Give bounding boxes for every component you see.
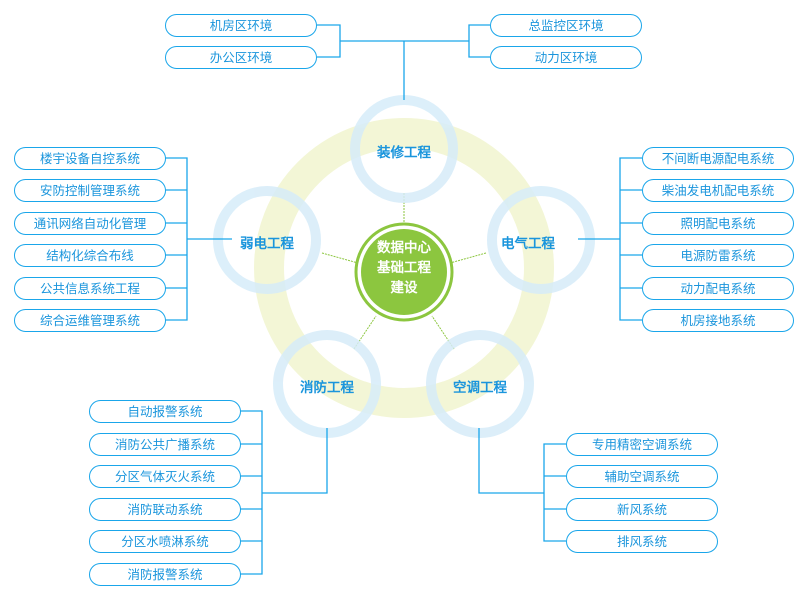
pill-item[interactable]: 综合运维管理系统 — [14, 309, 166, 332]
connector-right — [619, 157, 642, 321]
pill-item[interactable]: 通讯网络自动化管理 — [14, 212, 166, 235]
pill-item[interactable]: 照明配电系统 — [642, 212, 794, 235]
connector-bottom-left — [240, 410, 263, 575]
node-ring-left — [213, 186, 321, 294]
pill-item[interactable]: 专用精密空调系统 — [566, 433, 718, 456]
pill-item[interactable]: 楼宇设备自控系统 — [14, 147, 166, 170]
spoke — [449, 252, 487, 264]
pill-item[interactable]: 分区气体灭火系统 — [89, 465, 241, 488]
pill-item[interactable]: 安防控制管理系统 — [14, 179, 166, 202]
pill-item[interactable]: 总监控区环境 — [490, 14, 642, 37]
pill-item[interactable]: 消防联动系统 — [89, 498, 241, 521]
node-ring-right — [487, 186, 595, 294]
pill-item[interactable]: 办公区环境 — [165, 46, 317, 69]
node-decoration[interactable]: 装修工程 — [377, 145, 431, 161]
pill-item[interactable]: 机房区环境 — [165, 14, 317, 37]
pill-item[interactable]: 消防公共广播系统 — [89, 433, 241, 456]
node-fire[interactable]: 消防工程 — [300, 380, 354, 396]
pill-item[interactable]: 电源防雷系统 — [642, 244, 794, 267]
node-hvac[interactable]: 空调工程 — [453, 380, 507, 396]
pill-item[interactable]: 新风系统 — [566, 498, 718, 521]
center-line: 基础工程 — [377, 260, 431, 276]
pill-item[interactable]: 动力区环境 — [490, 46, 642, 69]
outer-ring — [254, 118, 554, 418]
connector-top — [317, 24, 341, 58]
pill-item[interactable]: 机房接地系统 — [642, 309, 794, 332]
pill-item[interactable]: 不间断电源配电系统 — [642, 147, 794, 170]
node-ring-bottom-right — [426, 330, 534, 438]
connector-top — [468, 24, 490, 58]
spoke — [321, 252, 359, 264]
node-electrical[interactable]: 电气工程 — [501, 236, 555, 252]
connector-bottom-right — [543, 443, 566, 542]
pill-item[interactable]: 动力配电系统 — [642, 277, 794, 300]
pill-item[interactable]: 排风系统 — [566, 530, 718, 553]
center-disc — [361, 229, 447, 315]
connector-bottom-right — [478, 428, 544, 494]
pill-item[interactable]: 辅助空调系统 — [566, 465, 718, 488]
pill-item[interactable]: 消防报警系统 — [89, 563, 241, 586]
pill-item[interactable]: 结构化综合布线 — [14, 244, 166, 267]
center-label: 数据中心 基础工程 建设 — [364, 238, 444, 298]
connector-left — [165, 157, 188, 321]
pill-item[interactable]: 公共信息系统工程 — [14, 277, 166, 300]
center-line: 数据中心 — [377, 240, 431, 256]
node-weak-current[interactable]: 弱电工程 — [240, 236, 294, 252]
pill-item[interactable]: 自动报警系统 — [89, 400, 241, 423]
pill-item[interactable]: 分区水喷淋系统 — [89, 530, 241, 553]
center-line: 建设 — [390, 280, 418, 296]
connector-bottom-left — [262, 428, 328, 494]
pill-item[interactable]: 柴油发电机配电系统 — [642, 179, 794, 202]
